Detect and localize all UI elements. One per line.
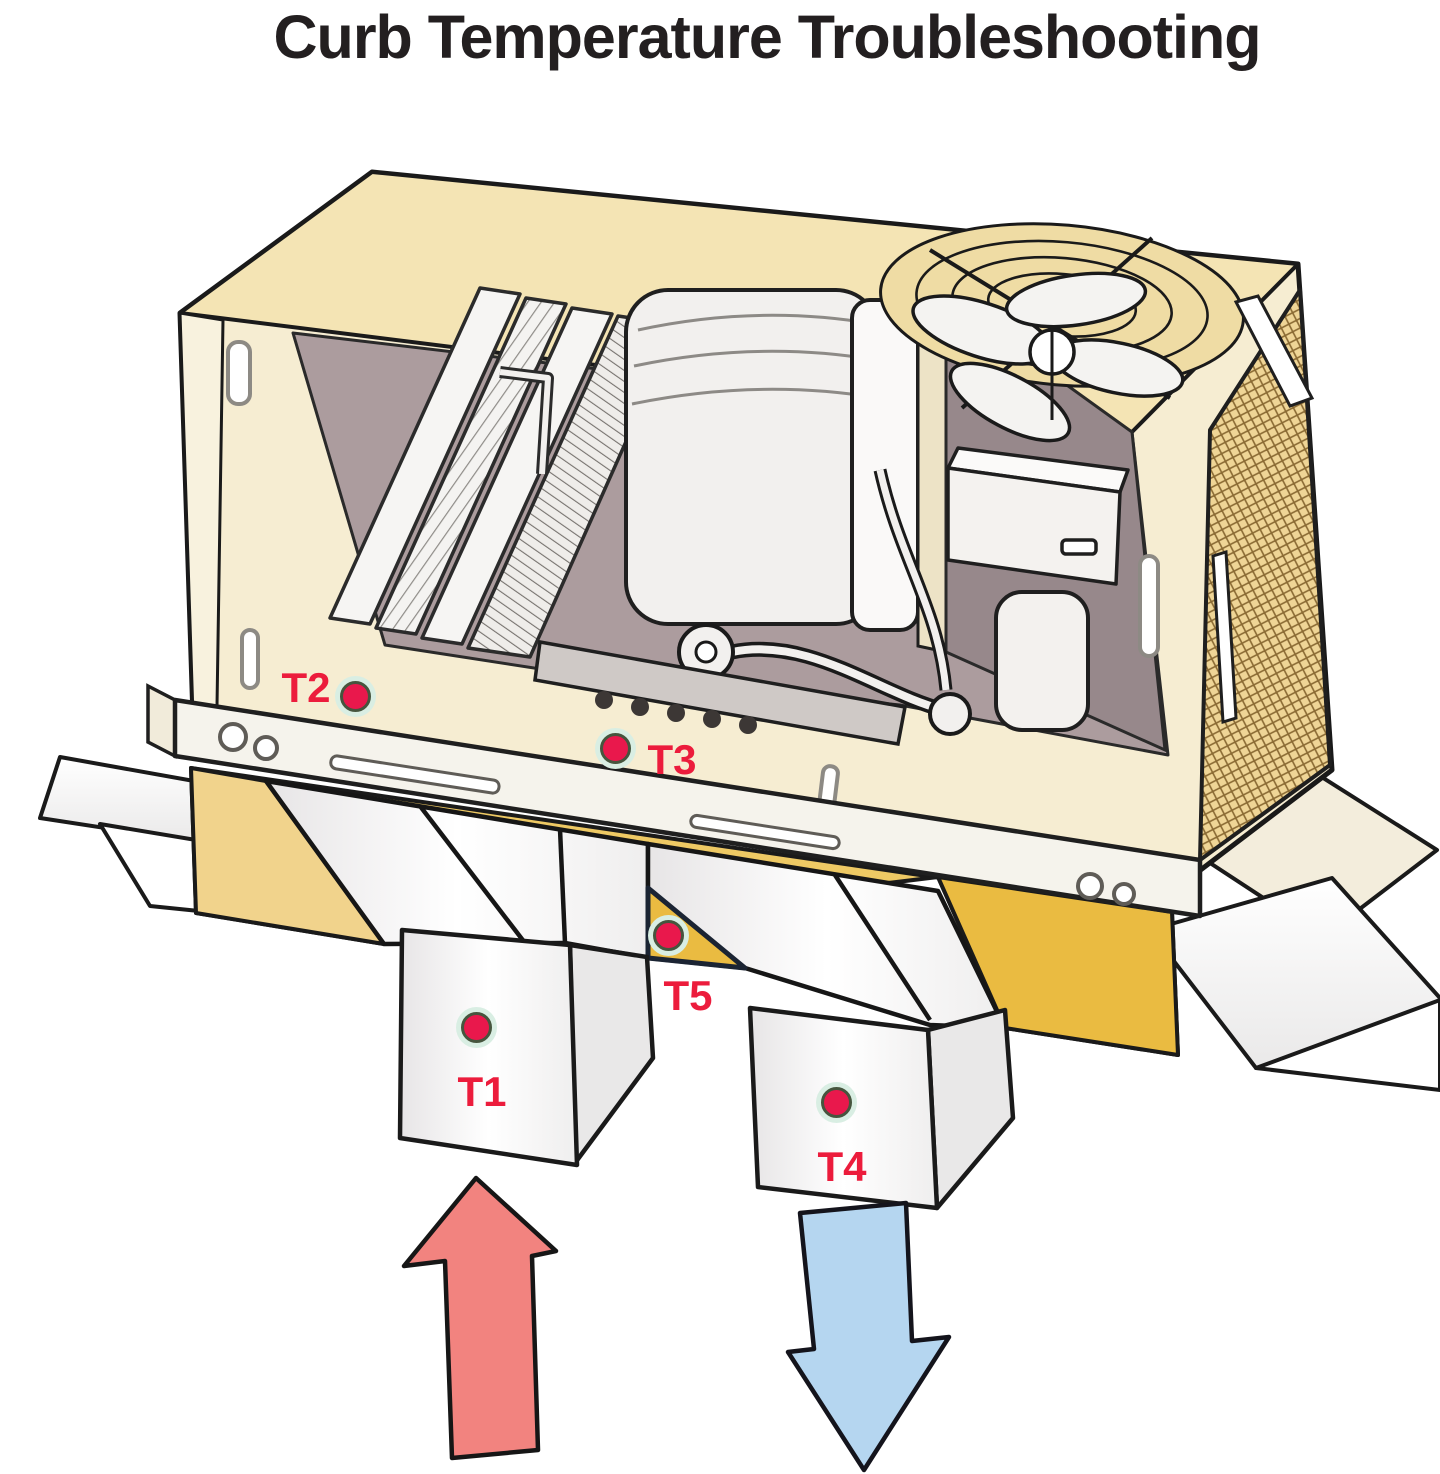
handle-slots <box>226 340 1160 830</box>
t3-sensor-dot <box>600 733 631 764</box>
t2-sensor-dot <box>340 681 371 712</box>
t5-sensor-dot <box>653 920 684 951</box>
condenser-fan-blades <box>911 271 1185 443</box>
control-box <box>946 446 1130 586</box>
roof-cut-panels <box>263 778 1008 1031</box>
t1-sensor-dot <box>461 1012 492 1043</box>
drain-pan <box>533 639 908 747</box>
t5-label: T5 <box>663 972 713 1019</box>
return-duct <box>397 927 656 1168</box>
compressor <box>994 590 1090 732</box>
supply-duct <box>747 1005 1016 1211</box>
t2-label: T2 <box>281 664 331 711</box>
page-title: Curb Temperature Troubleshooting <box>273 3 1262 71</box>
t4-sensor-dot <box>821 1087 852 1118</box>
t4-label: T4 <box>817 1143 867 1190</box>
base-rail <box>146 683 1203 919</box>
t1-label: T1 <box>457 1068 507 1115</box>
blower <box>624 288 920 632</box>
rtu-cabinet <box>146 169 1335 919</box>
condenser-coil <box>1198 288 1332 862</box>
t3-label: T3 <box>647 736 697 783</box>
return-air-up-arrow <box>401 1175 559 1461</box>
piping <box>677 468 972 736</box>
supply-air-down-arrow <box>785 1200 952 1473</box>
cabinet-left-face <box>178 311 225 719</box>
